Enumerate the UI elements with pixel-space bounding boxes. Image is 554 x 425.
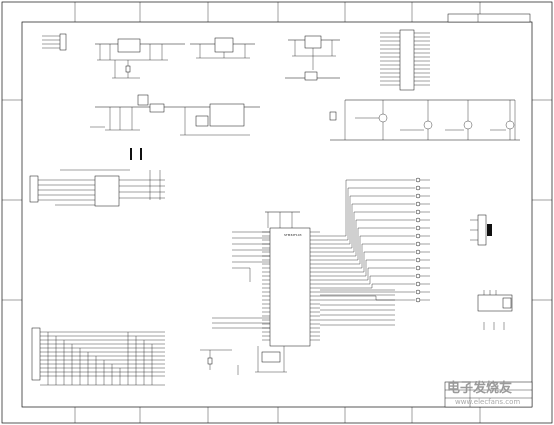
led-indicator xyxy=(415,273,421,279)
output-bus xyxy=(320,177,430,326)
led-indicator xyxy=(415,289,421,295)
right-connector-2 xyxy=(477,290,513,330)
led-indicator xyxy=(415,201,421,207)
led-indicator xyxy=(415,233,421,239)
title-block xyxy=(444,381,533,408)
watermark-url: www.elecfans.com xyxy=(455,398,520,406)
transistor-driver-row xyxy=(329,99,520,141)
led-indicator xyxy=(415,217,421,223)
led-indicator xyxy=(415,265,421,271)
led-indicator xyxy=(415,225,421,231)
regulator-circuit-1 xyxy=(95,38,185,79)
led-indicator xyxy=(415,193,421,199)
usb-interface-circuit xyxy=(29,148,165,207)
regulator-circuit-3 xyxy=(285,35,340,81)
right-connector-1 xyxy=(470,214,492,246)
power-filter-circuit xyxy=(90,94,260,136)
led-indicator xyxy=(415,177,421,183)
watermark: 电子发烧友 www.elecfans.com xyxy=(447,380,520,406)
microcontroller-main: STM32F103 xyxy=(262,211,320,347)
header-connector-top-left xyxy=(42,33,67,51)
led-indicator xyxy=(415,297,421,303)
watermark-logo-text: 电子发烧友 xyxy=(447,380,512,396)
led-indicator xyxy=(415,209,421,215)
regulator-circuit-2 xyxy=(190,37,255,59)
led-indicator xyxy=(415,185,421,191)
button-array xyxy=(31,327,165,386)
pin-header-20 xyxy=(380,29,430,91)
led-indicator xyxy=(415,249,421,255)
input-bus-left xyxy=(212,231,270,329)
mcu-label: STM32F103 xyxy=(284,233,302,237)
led-indicator xyxy=(415,257,421,263)
reset-circuit xyxy=(200,349,239,375)
led-indicator xyxy=(415,241,421,247)
crystal-circuit xyxy=(255,346,287,373)
led-indicator xyxy=(415,281,421,287)
